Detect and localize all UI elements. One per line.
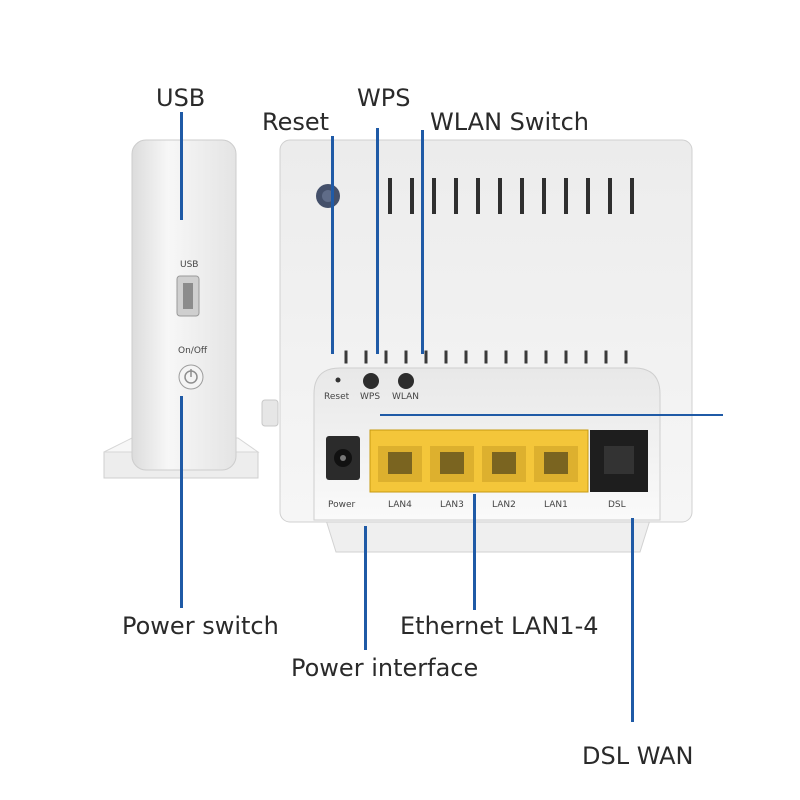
wps-callout: WPS (357, 84, 411, 112)
panel-wlan-label: WLAN (392, 392, 420, 402)
panel-dsl-label: DSL (608, 500, 626, 510)
panel-reset-label: Reset (324, 392, 350, 402)
side-onoff-label: On/Off (178, 346, 208, 356)
reset-pinhole (335, 377, 341, 383)
panel-power-label: Power (328, 500, 356, 510)
reset-leader-line (331, 136, 334, 354)
wps-leader-line (376, 128, 379, 354)
panel-lan4-label: LAN4 (388, 500, 412, 510)
wlan-switch-callout: WLAN Switch (430, 108, 589, 136)
wlan-leader-line (421, 130, 424, 354)
reset-callout: Reset (262, 108, 330, 136)
panel-divider-line (380, 414, 723, 416)
side-usb-label: USB (180, 260, 199, 270)
panel-lan2-label: LAN2 (492, 500, 516, 510)
dsl-leader-line (631, 518, 634, 722)
lan-ports (378, 446, 578, 482)
ethernet-leader-line (473, 494, 476, 610)
power-switch-leader-line (180, 396, 183, 608)
power-interface-leader-line (364, 526, 367, 650)
usb-callout: USB (156, 84, 206, 112)
power-interface-callout: Power interface (291, 654, 479, 682)
usb-leader-line (180, 112, 183, 220)
rear-view-device (279, 139, 693, 553)
power-switch-callout: Power switch (122, 612, 279, 640)
wps-button (363, 373, 379, 389)
side-knob (261, 399, 279, 427)
panel-lan1-label: LAN1 (544, 500, 568, 510)
wlan-button (398, 373, 414, 389)
panel-wps-label: WPS (360, 392, 381, 402)
panel-lan3-label: LAN3 (440, 500, 464, 510)
side-view-device (103, 139, 260, 479)
upper-vents (388, 178, 634, 214)
rear-stand (325, 519, 651, 553)
lower-vents (344, 350, 628, 364)
ethernet-callout: Ethernet LAN1-4 (400, 612, 599, 640)
dsl-wan-callout: DSL WAN (582, 742, 694, 770)
